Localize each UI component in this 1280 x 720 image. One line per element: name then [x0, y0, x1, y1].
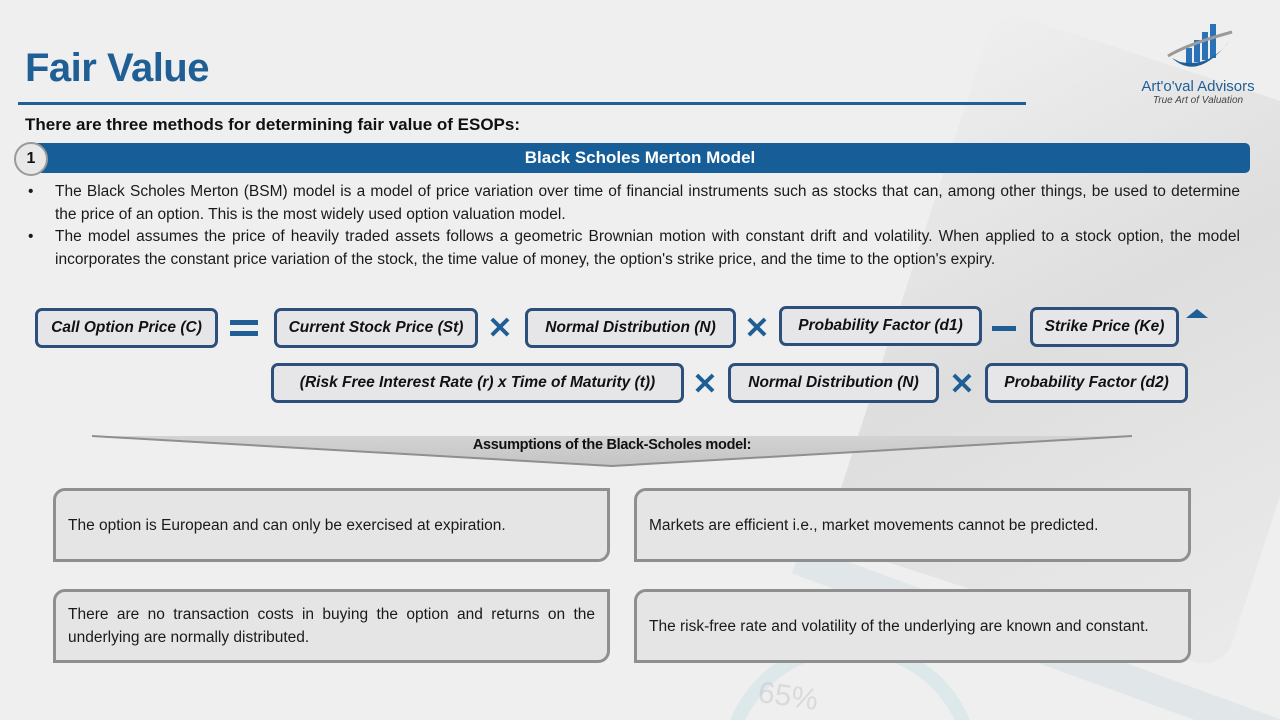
bullet-item: The model assumes the price of heavily t… — [28, 226, 1240, 271]
multiply-icon: ✕ — [692, 367, 718, 401]
assumption-text: The risk-free rate and volatility of the… — [649, 617, 1149, 635]
section-number-badge: 1 — [14, 142, 48, 176]
company-logo: Art'o'val Advisors True Art of Valuation — [1128, 22, 1268, 112]
assumption-card: Markets are efficient i.e., market movem… — [634, 488, 1191, 562]
formula-term-probability-factor-d2: Probability Factor (d2) — [985, 363, 1188, 403]
section-title: Black Scholes Merton Model — [524, 148, 756, 167]
multiply-icon: ✕ — [949, 367, 975, 401]
formula-term-call-option-price: Call Option Price (C) — [35, 308, 218, 348]
assumption-text: There are no transaction costs in buying… — [68, 606, 595, 646]
formula-term-normal-distribution-2: Normal Distribution (N) — [728, 363, 939, 403]
formula-term-current-stock-price: Current Stock Price (St) — [274, 308, 478, 348]
section-header-bar: Black Scholes Merton Model — [30, 143, 1250, 173]
formula-term-strike-price: Strike Price (Ke) — [1030, 307, 1179, 347]
logo-brand-name: Art'o'val Advisors — [1141, 78, 1255, 95]
logo-tagline: True Art of Valuation — [1152, 95, 1244, 106]
formula-term-normal-distribution: Normal Distribution (N) — [525, 308, 736, 348]
minus-icon — [990, 313, 1018, 343]
assumption-text: Markets are efficient i.e., market movem… — [649, 516, 1099, 534]
title-divider — [18, 102, 1026, 105]
assumption-card: The risk-free rate and volatility of the… — [634, 589, 1191, 663]
assumption-text: The option is European and can only be e… — [68, 516, 506, 534]
multiply-icon: ✕ — [744, 311, 770, 345]
bar-chart-swoosh-icon — [1167, 24, 1233, 67]
assumption-card: There are no transaction costs in buying… — [53, 589, 610, 663]
equals-icon — [229, 313, 259, 343]
assumptions-banner: Assumptions of the Black-Scholes model: — [92, 433, 1132, 467]
downward-arrow-banner-shape — [92, 435, 1132, 467]
assumption-card: The option is European and can only be e… — [53, 488, 610, 562]
exponent-caret-icon — [1186, 309, 1208, 318]
multiply-icon: ✕ — [487, 311, 513, 345]
page-title: Fair Value — [25, 46, 209, 90]
bullet-item: The Black Scholes Merton (BSM) model is … — [28, 181, 1240, 226]
formula-term-probability-factor-d1: Probability Factor (d1) — [779, 306, 982, 346]
description-bullets: The Black Scholes Merton (BSM) model is … — [28, 181, 1240, 271]
background-percent-watermark: 65% — [756, 675, 821, 718]
intro-text: There are three methods for determining … — [25, 115, 521, 134]
formula-term-risk-free-rate-time: (Risk Free Interest Rate (r) x Time of M… — [271, 363, 684, 403]
assumptions-heading: Assumptions of the Black-Scholes model: — [472, 437, 752, 453]
